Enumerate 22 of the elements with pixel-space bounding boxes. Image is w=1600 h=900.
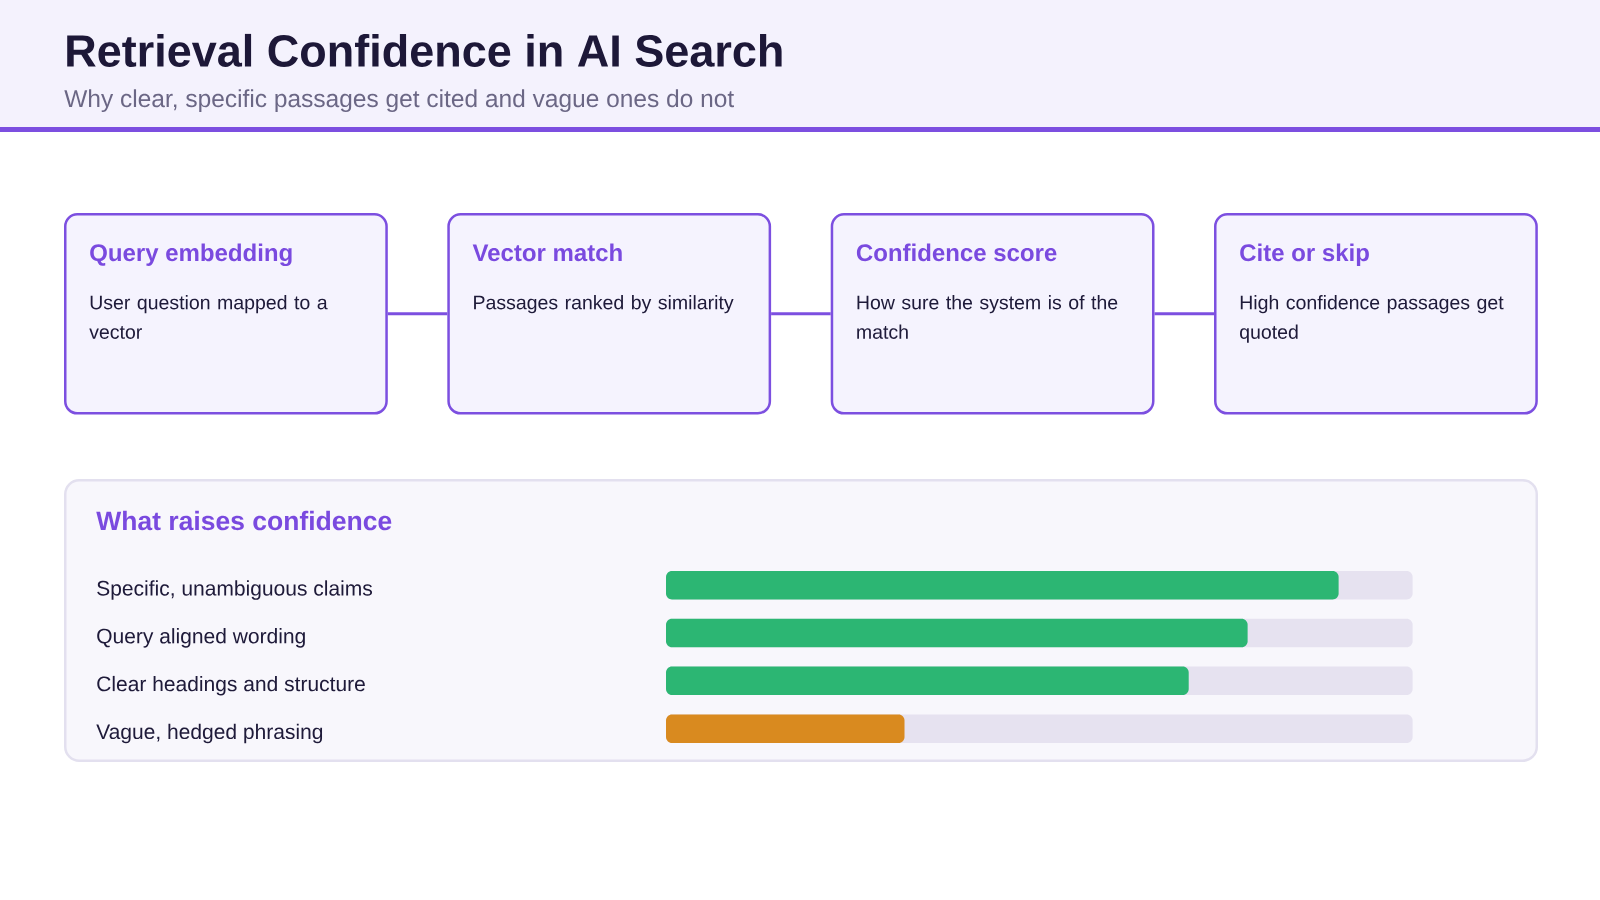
step-description: High confidence passages get quoted <box>1240 295 1504 343</box>
row-label: Query aligned wording <box>97 628 305 648</box>
step-title: Confidence score <box>856 243 1057 262</box>
connector-line <box>387 312 448 316</box>
step-title: Vector match <box>472 243 622 262</box>
step-box <box>64 213 388 415</box>
step-description: How sure the system is of the match <box>857 295 1118 339</box>
row-label: Clear headings and structure <box>97 675 365 696</box>
step-title: Query embedding <box>90 243 292 267</box>
row-label: Vague, hedged phrasing <box>96 723 323 744</box>
subtitle: Why clear, specific passages get cited and vague ones do not <box>64 89 734 113</box>
step-description: Passages ranked by similarity <box>474 295 734 314</box>
step-box <box>447 213 772 415</box>
panel-title: What raises confidence <box>96 510 392 531</box>
connector-line <box>1154 312 1214 316</box>
step-box <box>830 213 1155 415</box>
step-title: Cite or skip <box>1240 243 1369 266</box>
connector-line <box>771 312 831 316</box>
title: Retrieval Confidence in AI Search <box>67 33 782 67</box>
step-description: User question mapped to a vector <box>89 295 328 339</box>
row-label: Specific, unambiguous claims <box>97 580 372 600</box>
step-box <box>1214 213 1538 415</box>
